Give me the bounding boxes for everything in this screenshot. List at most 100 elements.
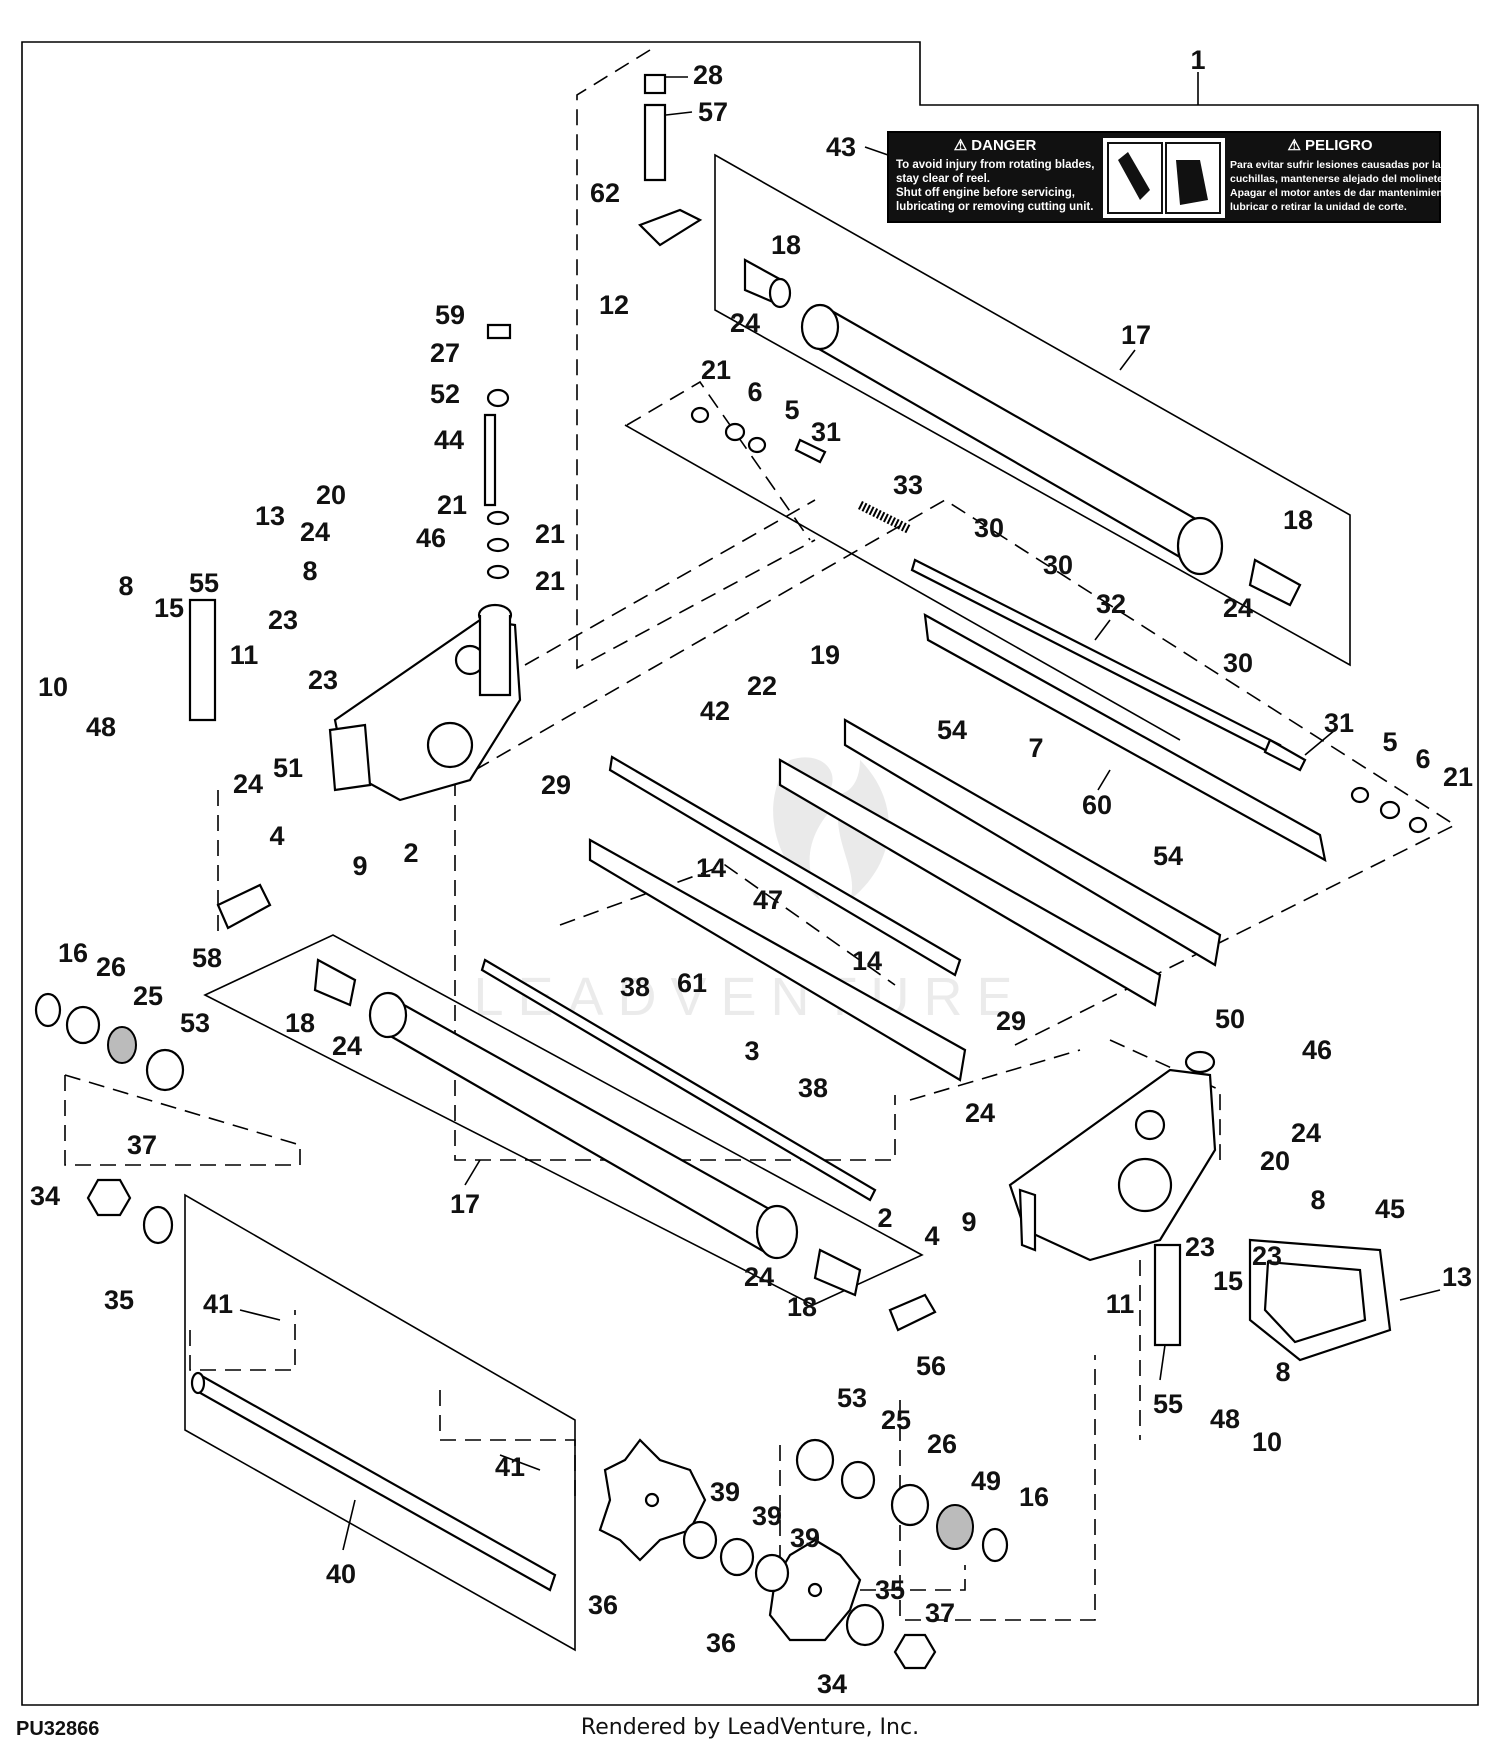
callout-36: 36 xyxy=(706,1628,736,1658)
danger-text-line: Shut off engine before servicing, xyxy=(896,187,1075,199)
callout-47: 47 xyxy=(753,885,783,915)
peligro-text-line: lubricar o retirar la unidad de corte. xyxy=(1230,201,1407,213)
callout-46: 46 xyxy=(1302,1035,1332,1065)
callout-23: 23 xyxy=(1185,1232,1215,1262)
callout-39: 39 xyxy=(710,1477,740,1507)
callout-18: 18 xyxy=(771,230,801,260)
callout-14: 14 xyxy=(696,853,726,883)
callout-56: 56 xyxy=(916,1351,946,1381)
callout-29: 29 xyxy=(996,1006,1026,1036)
callout-24: 24 xyxy=(730,308,760,338)
callout-31: 31 xyxy=(1324,708,1354,738)
shafts-and-bars xyxy=(190,438,1327,1592)
callout-34: 34 xyxy=(817,1669,847,1699)
callout-50: 50 xyxy=(1215,1004,1245,1034)
upper-reel xyxy=(743,258,1302,607)
callout-6: 6 xyxy=(747,377,762,407)
callout-59: 59 xyxy=(435,300,465,330)
callout-6: 6 xyxy=(1415,744,1430,774)
lower-reel xyxy=(313,958,862,1297)
diagram-id: PU32866 xyxy=(16,1718,100,1740)
callout-30: 30 xyxy=(974,513,1004,543)
callout-23: 23 xyxy=(1252,1241,1282,1271)
callout-39: 39 xyxy=(790,1523,820,1553)
callout-21: 21 xyxy=(437,490,467,520)
callout-21: 21 xyxy=(535,519,565,549)
callout-9: 9 xyxy=(352,851,367,881)
callout-29: 29 xyxy=(541,770,571,800)
callout-62: 62 xyxy=(590,178,620,208)
callout-25: 25 xyxy=(881,1405,911,1435)
callout-52: 52 xyxy=(430,379,460,409)
peligro-text-line: Para evitar sufrir lesiones causadas por… xyxy=(1230,159,1447,171)
callout-28: 28 xyxy=(693,60,723,90)
callout-54: 54 xyxy=(1153,841,1183,871)
watermark-text: LEADVENTURE xyxy=(473,967,1026,1027)
callout-12: 12 xyxy=(599,290,629,320)
callout-11: 11 xyxy=(1106,1289,1135,1319)
callout-15: 15 xyxy=(1213,1266,1243,1296)
gears-and-bearings xyxy=(34,208,1428,1670)
roller-box xyxy=(184,1193,576,1652)
callout-57: 57 xyxy=(698,97,728,127)
callout-21: 21 xyxy=(1443,762,1473,792)
callout-16: 16 xyxy=(1019,1482,1049,1512)
callout-35: 35 xyxy=(875,1575,905,1605)
callout-54: 54 xyxy=(937,715,967,745)
callout-21: 21 xyxy=(701,355,731,385)
peligro-text-line: Apagar el motor antes de dar mantenimien… xyxy=(1230,187,1456,199)
callout-60: 60 xyxy=(1082,790,1112,820)
callout-15: 15 xyxy=(154,593,184,623)
callout-34: 34 xyxy=(30,1181,60,1211)
callout-10: 10 xyxy=(38,672,68,702)
callout-20: 20 xyxy=(316,480,346,510)
danger-text-line: lubricating or removing cutting unit. xyxy=(896,201,1093,213)
outer-frame xyxy=(21,41,1479,1706)
left-side-plate xyxy=(328,603,522,802)
callout-33: 33 xyxy=(893,470,923,500)
callout-11: 11 xyxy=(230,640,259,670)
callout-24: 24 xyxy=(332,1031,362,1061)
callout-1: 1 xyxy=(1190,45,1205,75)
callout-5: 5 xyxy=(784,395,799,425)
callout-13: 13 xyxy=(1442,1262,1472,1292)
callout-39: 39 xyxy=(752,1501,782,1531)
callout-46: 46 xyxy=(416,523,446,553)
callout-44: 44 xyxy=(434,425,464,455)
callout-61: 61 xyxy=(677,968,707,998)
callout-37: 37 xyxy=(925,1598,955,1628)
callout-53: 53 xyxy=(180,1008,210,1038)
callout-24: 24 xyxy=(1291,1118,1321,1148)
callout-27: 27 xyxy=(430,338,460,368)
callout-51: 51 xyxy=(273,753,303,783)
callout-41: 41 xyxy=(495,1452,525,1482)
callout-35: 35 xyxy=(104,1285,134,1315)
render-credit: Rendered by LeadVenture, Inc. xyxy=(580,1715,920,1740)
callout-49: 49 xyxy=(971,1466,1001,1496)
shaft-box xyxy=(624,424,1181,741)
callout-53: 53 xyxy=(837,1383,867,1413)
upper-reel-box xyxy=(714,153,1351,667)
danger-title: ⚠ DANGER xyxy=(954,137,1037,154)
callout-30: 30 xyxy=(1043,550,1073,580)
callout-19: 19 xyxy=(810,640,840,670)
callout-26: 26 xyxy=(96,952,126,982)
callout-30: 30 xyxy=(1223,648,1253,678)
callout-23: 23 xyxy=(308,665,338,695)
lower-reel-box xyxy=(203,934,924,1306)
callout-55: 55 xyxy=(1153,1389,1183,1419)
callout-43: 43 xyxy=(826,132,856,162)
callout-21: 21 xyxy=(535,566,565,596)
callout-18: 18 xyxy=(285,1008,315,1038)
callout-3: 3 xyxy=(744,1036,759,1066)
danger-text-line: stay clear of reel. xyxy=(896,173,990,185)
callout-2: 2 xyxy=(877,1203,892,1233)
callout-48: 48 xyxy=(86,712,116,742)
callout-24: 24 xyxy=(744,1262,774,1292)
callout-37: 37 xyxy=(127,1130,157,1160)
callout-13: 13 xyxy=(255,501,285,531)
callout-58: 58 xyxy=(192,943,222,973)
danger-text-line: To avoid injury from rotating blades, xyxy=(896,159,1095,171)
